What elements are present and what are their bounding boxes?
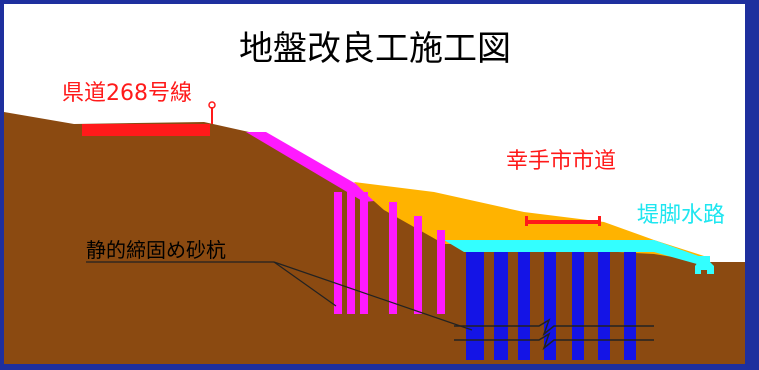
blue-pile	[624, 252, 636, 360]
road-marker-head	[208, 101, 216, 109]
sand-piles-label: 静的締固め砂杭	[86, 238, 226, 262]
magenta-pile	[360, 192, 368, 314]
slope-improvement-band	[246, 132, 384, 202]
drainage-channel-block	[695, 256, 714, 274]
break-line-upper	[454, 318, 654, 337]
magenta-pile	[437, 230, 445, 314]
city-road-marker-right	[598, 216, 601, 226]
magenta-pile	[389, 202, 397, 314]
ground	[4, 112, 745, 364]
blue-pile	[544, 252, 556, 360]
leader-lines	[86, 261, 473, 331]
blue-sand-piles	[466, 252, 636, 360]
magenta-sand-piles	[334, 192, 445, 314]
magenta-pile	[347, 192, 355, 314]
prefectural-road-surface	[82, 124, 210, 136]
blue-pile	[494, 252, 508, 360]
blue-pile	[518, 252, 530, 360]
city-road-surface	[526, 220, 600, 224]
city-road-marker-left	[525, 216, 528, 226]
leader-line-to-magenta	[273, 261, 337, 307]
blue-pile	[598, 252, 610, 360]
drainage-channel-label: 堤脚水路	[637, 203, 725, 228]
prefectural-road-label: 県道268号線	[62, 81, 192, 106]
diagram-title: 地盤改良工施工図	[239, 29, 511, 69]
blue-pile	[572, 252, 584, 360]
cyan-drain-layer	[444, 240, 704, 266]
blue-pile	[466, 252, 484, 360]
break-lines	[454, 318, 654, 351]
ground-improvement-diagram: 地盤改良工施工図 県道268号線 幸手市市道 堤脚水路 静的締固め砂杭	[4, 29, 745, 364]
city-road-label: 幸手市市道	[506, 149, 616, 174]
leader-line-to-blue	[273, 261, 473, 331]
break-line-lower	[454, 332, 654, 351]
magenta-pile	[334, 192, 342, 314]
magenta-pile	[414, 216, 422, 314]
diagram-frame: 地盤改良工施工図 県道268号線 幸手市市道 堤脚水路 静的締固め砂杭	[4, 4, 745, 364]
